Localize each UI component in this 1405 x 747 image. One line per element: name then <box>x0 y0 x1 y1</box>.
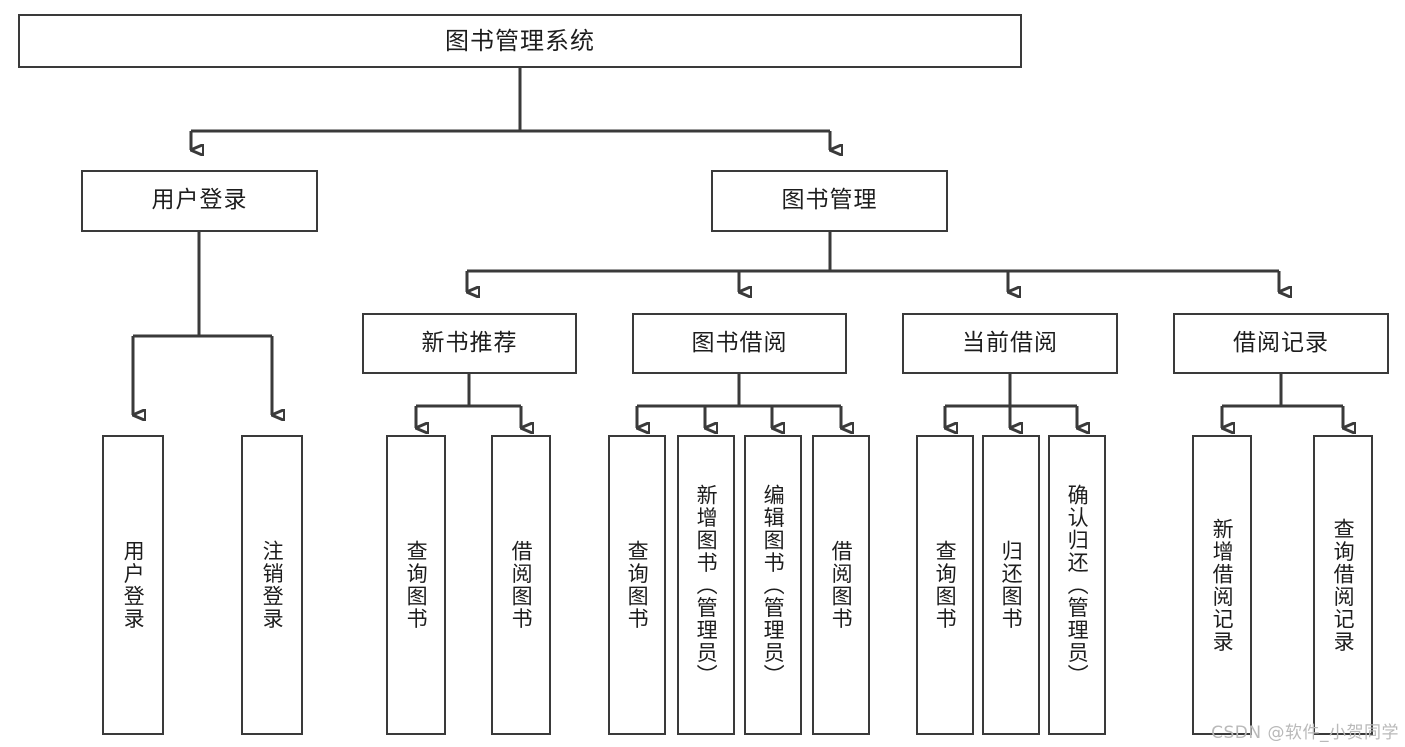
leaf-record-add-borrow-record[interactable]: 新增借阅记录 <box>1192 435 1252 735</box>
leaf-borrow-add-book-admin[interactable]: 新增图书（管理员） <box>677 435 735 735</box>
node-current-borrow[interactable]: 当前借阅 <box>902 313 1118 374</box>
node-book-borrow[interactable]: 图书借阅 <box>632 313 847 374</box>
leaf-current-return-book-label: 归还图书 <box>999 540 1024 630</box>
leaf-user-logout[interactable]: 注销登录 <box>241 435 303 735</box>
leaf-current-confirm-return-admin[interactable]: 确认归还（管理员） <box>1048 435 1106 735</box>
leaf-current-query-book-label: 查询图书 <box>933 540 958 630</box>
node-book-manage[interactable]: 图书管理 <box>711 170 948 232</box>
leaf-record-query-borrow-record-label: 查询借阅记录 <box>1331 517 1356 653</box>
leaf-borrow-edit-book-admin[interactable]: 编辑图书（管理员） <box>744 435 802 735</box>
node-borrow-record[interactable]: 借阅记录 <box>1173 313 1389 374</box>
leaf-borrow-lend-book-label: 借阅图书 <box>829 540 854 630</box>
node-root-system[interactable]: 图书管理系统 <box>18 14 1022 68</box>
watermark: CSDN @软件_小贺同学 <box>1211 723 1399 743</box>
leaf-current-query-book[interactable]: 查询图书 <box>916 435 974 735</box>
node-user-login[interactable]: 用户登录 <box>81 170 318 232</box>
leaf-recommend-borrow-book[interactable]: 借阅图书 <box>491 435 551 735</box>
leaf-borrow-add-book-admin-label: 新增图书（管理员） <box>694 483 719 687</box>
leaf-borrow-lend-book[interactable]: 借阅图书 <box>812 435 870 735</box>
leaf-recommend-borrow-book-label: 借阅图书 <box>509 540 534 630</box>
leaf-recommend-query-book[interactable]: 查询图书 <box>386 435 446 735</box>
leaf-recommend-query-book-label: 查询图书 <box>404 540 429 630</box>
leaf-user-login-label: 用户登录 <box>121 540 146 630</box>
leaf-user-logout-label: 注销登录 <box>260 540 285 630</box>
leaf-user-login[interactable]: 用户登录 <box>102 435 164 735</box>
leaf-record-add-borrow-record-label: 新增借阅记录 <box>1210 517 1235 653</box>
leaf-record-query-borrow-record[interactable]: 查询借阅记录 <box>1313 435 1373 735</box>
leaf-borrow-query-book[interactable]: 查询图书 <box>608 435 666 735</box>
node-new-book-recommend[interactable]: 新书推荐 <box>362 313 577 374</box>
leaf-borrow-edit-book-admin-label: 编辑图书（管理员） <box>761 483 786 687</box>
leaf-current-confirm-return-admin-label: 确认归还（管理员） <box>1065 483 1090 687</box>
leaf-current-return-book[interactable]: 归还图书 <box>982 435 1040 735</box>
leaf-borrow-query-book-label: 查询图书 <box>625 540 650 630</box>
